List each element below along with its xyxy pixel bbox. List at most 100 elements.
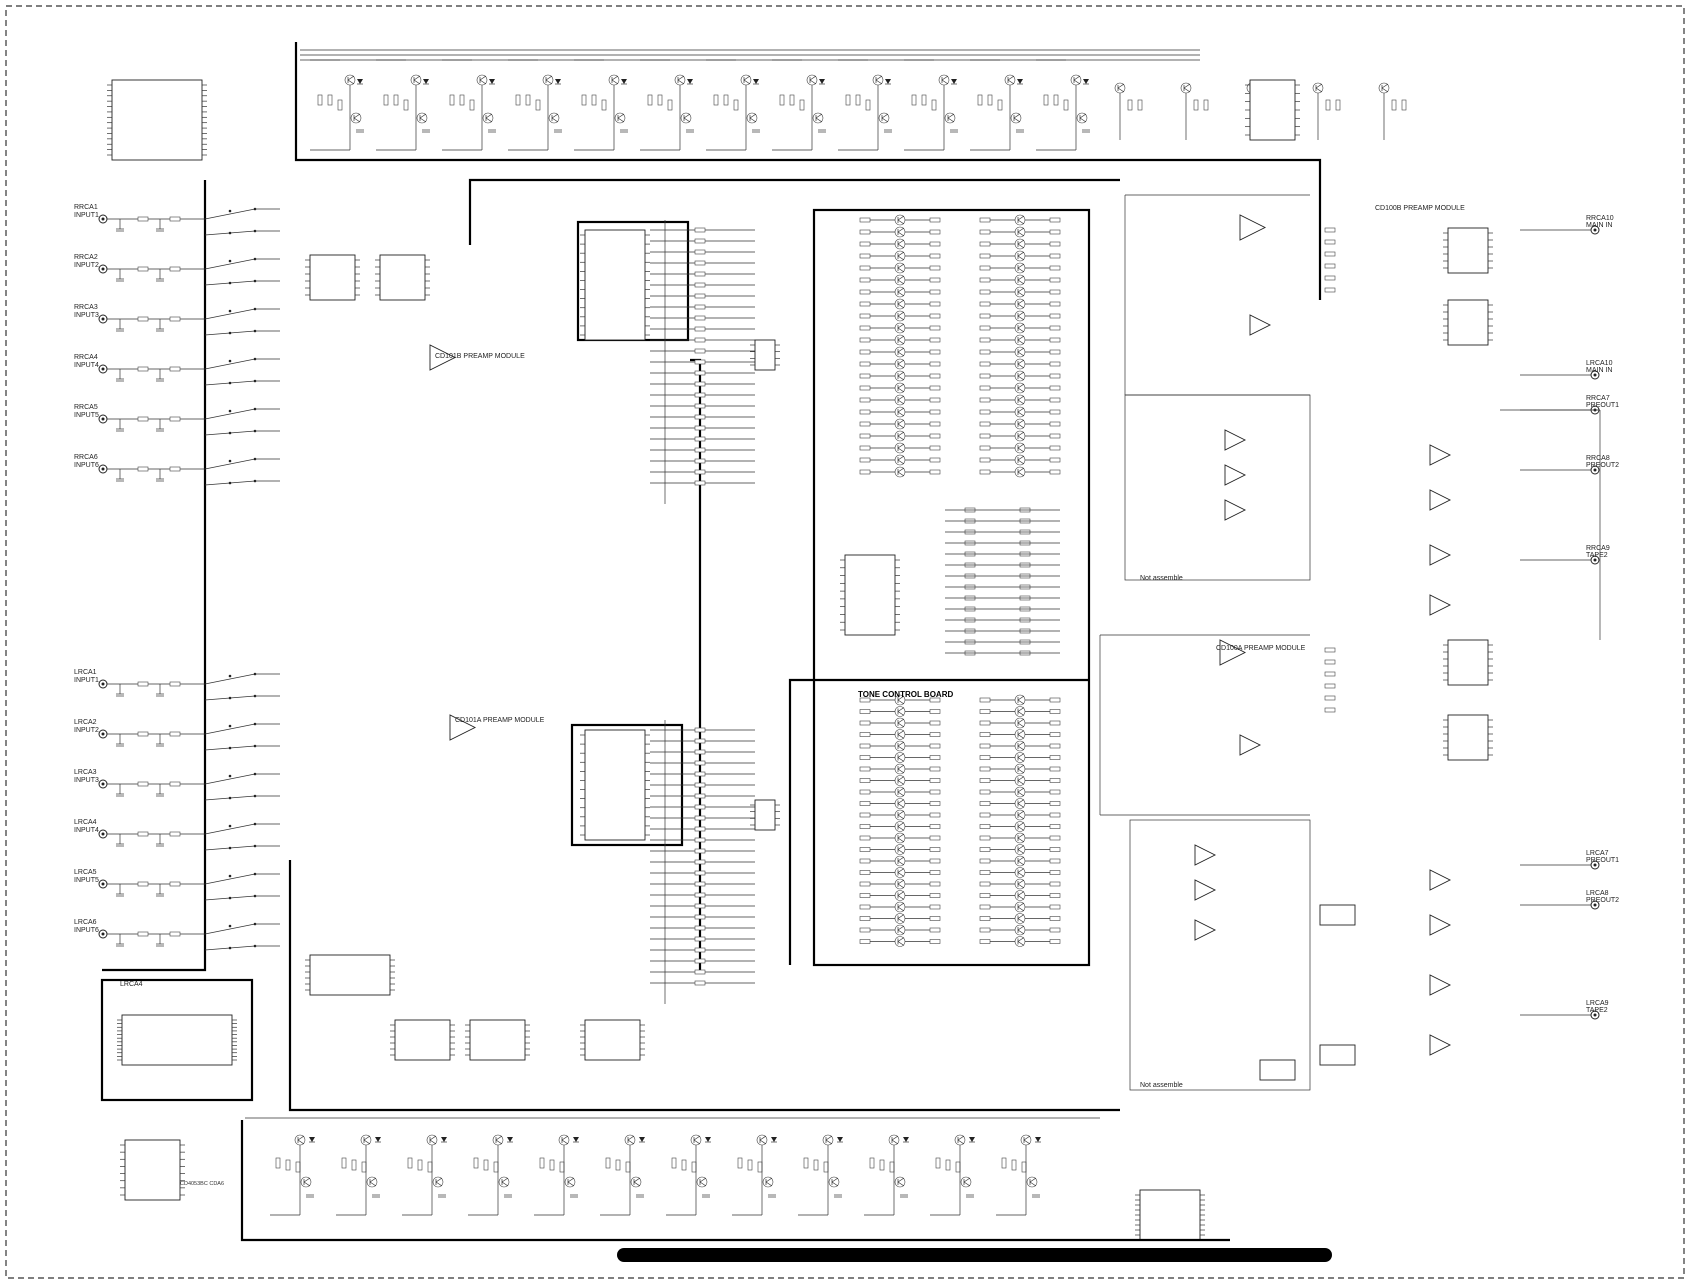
resistor [694,238,706,244]
wire [204,258,256,270]
wire [1017,883,1025,889]
resistor [845,94,851,106]
output-name: RRCA7 [1586,395,1610,402]
resistor [929,265,941,271]
wire [897,435,905,441]
resistor [1049,812,1061,818]
resistor [694,804,706,810]
resistor [694,425,706,431]
gate-ic-1 [1319,904,1356,926]
resistor [1049,789,1061,795]
op-amp [1224,464,1247,486]
wire [1017,768,1025,774]
junction-dot [228,674,232,678]
wire [347,79,355,85]
resistor [1001,1157,1007,1169]
resistor [859,755,871,760]
rca-jack-pin [101,732,105,736]
resistor [979,778,991,783]
resistor [1127,99,1133,111]
wire [1017,231,1025,237]
resistor [1049,697,1061,703]
wire [897,375,905,381]
wire [303,1181,311,1187]
resistor [137,266,149,272]
wire [693,1139,701,1145]
resistor [539,1157,545,1169]
wire [897,856,905,862]
wire [1017,287,1025,293]
resistor [137,681,149,687]
wire [891,1135,899,1141]
volume-ic [584,729,646,841]
resistor [1324,659,1336,665]
resistor [1049,870,1061,875]
wire [633,1181,641,1187]
wire [485,113,493,119]
resistor [694,859,706,865]
rca-jack-pin [101,417,105,421]
wire [363,1135,371,1141]
resistor [694,727,706,733]
resistor [859,904,871,910]
resistor [859,385,871,391]
resistor [295,1161,301,1173]
wire [303,1177,311,1183]
resistor [137,216,149,222]
resistor [694,370,706,376]
resistor [469,99,475,111]
wire [1017,471,1025,477]
input-name: LRCA5 [74,869,97,876]
resistor [1049,397,1061,403]
resistor [929,325,941,331]
resistor [1391,99,1397,111]
wire [897,707,905,712]
tone-board-title: TONE CONTROL BOARD [858,690,953,699]
wire [617,113,625,119]
input-label: INPUT3 [74,312,99,319]
resistor [694,826,706,832]
diode [621,79,627,84]
resistor [979,217,991,223]
resistor [473,1157,479,1169]
resistor [979,229,991,235]
resistor [929,916,941,921]
resistor [859,927,871,933]
wire [1017,734,1025,739]
resistor [979,824,991,829]
wire [1079,113,1087,119]
resistor [317,94,323,106]
wire [413,79,421,85]
resistor [1049,361,1061,367]
wire [897,822,905,827]
rca-jack-pin [101,682,105,686]
resistor [859,870,871,875]
resistor [747,1159,753,1171]
wire [204,823,256,835]
resistor [859,709,871,714]
resistor [979,253,991,259]
wire [897,351,905,357]
resistor [859,277,871,283]
wire [1017,243,1025,249]
wire [759,1139,767,1145]
wire [897,447,905,453]
resistor [979,313,991,319]
wire [1017,227,1025,233]
tone-mux-ic [844,554,896,636]
wire [1017,730,1025,735]
wire [1017,837,1025,843]
wire [1017,251,1025,257]
op-amp [1429,489,1452,511]
resistor [694,403,706,409]
input-name: LRCA1 [74,669,97,676]
resistor [137,731,149,737]
wire [897,419,905,425]
wire [897,814,905,820]
wire [897,411,905,417]
wire [1017,695,1025,701]
output-label: TAPE2 [1586,552,1608,559]
wire [897,803,905,808]
resistor [1063,99,1069,111]
resistor [169,266,181,272]
